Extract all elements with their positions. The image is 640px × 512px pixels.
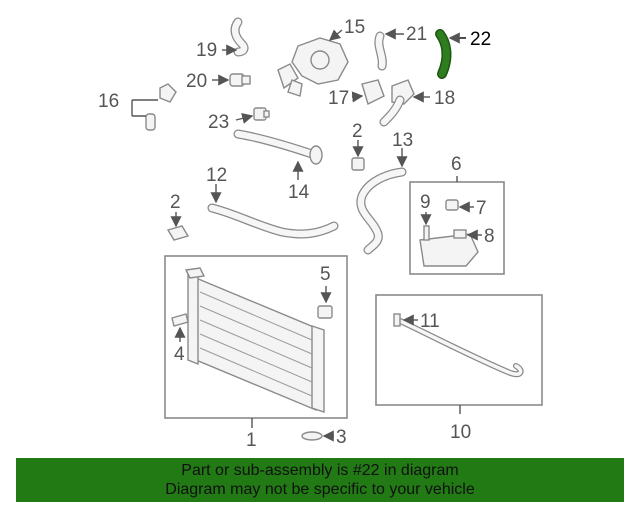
radiator-assembly-box bbox=[164, 255, 348, 419]
reservoir-assembly-box bbox=[409, 181, 505, 275]
part-2-cap-upper[interactable] bbox=[351, 157, 365, 171]
callout-1: 1 bbox=[246, 430, 257, 451]
callout-21: 21 bbox=[406, 24, 427, 45]
part-4-bracket[interactable] bbox=[171, 313, 189, 327]
callout-10: 10 bbox=[450, 422, 471, 443]
part-8-reservoir-cap[interactable] bbox=[453, 229, 467, 239]
callout-2-lower: 2 bbox=[170, 192, 181, 213]
callout-16: 16 bbox=[98, 91, 119, 112]
part-23-sensor[interactable] bbox=[253, 107, 270, 121]
part-16-clamp-set[interactable] bbox=[145, 83, 177, 131]
callout-2-upper: 2 bbox=[352, 121, 363, 142]
part-19-hose-elbow[interactable] bbox=[230, 17, 249, 57]
callout-12: 12 bbox=[206, 165, 227, 186]
info-banner: Part or sub-assembly is #22 in diagram D… bbox=[16, 458, 624, 502]
banner-line-1: Part or sub-assembly is #22 in diagram bbox=[181, 462, 459, 479]
callout-7: 7 bbox=[476, 198, 487, 219]
callout-8: 8 bbox=[484, 226, 495, 247]
leader-16 bbox=[131, 99, 158, 117]
callout-20: 20 bbox=[186, 71, 207, 92]
line-assembly-box bbox=[375, 294, 543, 406]
banner-line-2: Diagram may not be specific to your vehi… bbox=[165, 481, 475, 498]
callout-5: 5 bbox=[320, 264, 331, 285]
callout-9: 9 bbox=[420, 192, 431, 213]
part-20-sensor[interactable] bbox=[229, 73, 251, 87]
callout-3: 3 bbox=[336, 427, 347, 448]
callout-18: 18 bbox=[434, 88, 455, 109]
callout-4: 4 bbox=[174, 344, 185, 365]
part-11-tube[interactable] bbox=[393, 313, 524, 378]
part-21-hose[interactable] bbox=[374, 31, 387, 71]
parts-diagram: 19 20 16 23 15 21 22 bbox=[98, 17, 543, 451]
callout-11: 11 bbox=[420, 311, 440, 332]
callout-14: 14 bbox=[288, 182, 310, 203]
callout-19: 19 bbox=[196, 40, 217, 61]
callout-6: 6 bbox=[451, 154, 462, 175]
part-1-radiator[interactable] bbox=[184, 267, 325, 413]
callout-13: 13 bbox=[392, 130, 413, 151]
part-13-hose[interactable] bbox=[356, 167, 407, 255]
callout-23: 23 bbox=[208, 112, 229, 133]
part-22-hose-highlighted[interactable] bbox=[435, 29, 452, 79]
leader-23 bbox=[235, 112, 254, 124]
callout-15: 15 bbox=[344, 17, 365, 38]
part-2-clamp-lower[interactable] bbox=[166, 225, 190, 241]
part-17-gasket[interactable] bbox=[361, 79, 385, 105]
part-9-bracket[interactable] bbox=[423, 225, 430, 241]
part-5-cap[interactable] bbox=[317, 305, 333, 319]
callout-17: 17 bbox=[328, 88, 349, 109]
leader-15 bbox=[328, 29, 343, 41]
part-18-outlet[interactable] bbox=[379, 79, 415, 127]
part-14-hose[interactable] bbox=[233, 129, 323, 165]
leader-17 bbox=[351, 91, 364, 103]
part-7-cap[interactable] bbox=[445, 199, 459, 211]
part-3-oring[interactable] bbox=[301, 431, 323, 441]
part-15-housing[interactable] bbox=[277, 37, 349, 97]
callout-22: 22 bbox=[470, 29, 491, 50]
part-12-hose[interactable] bbox=[207, 203, 339, 239]
